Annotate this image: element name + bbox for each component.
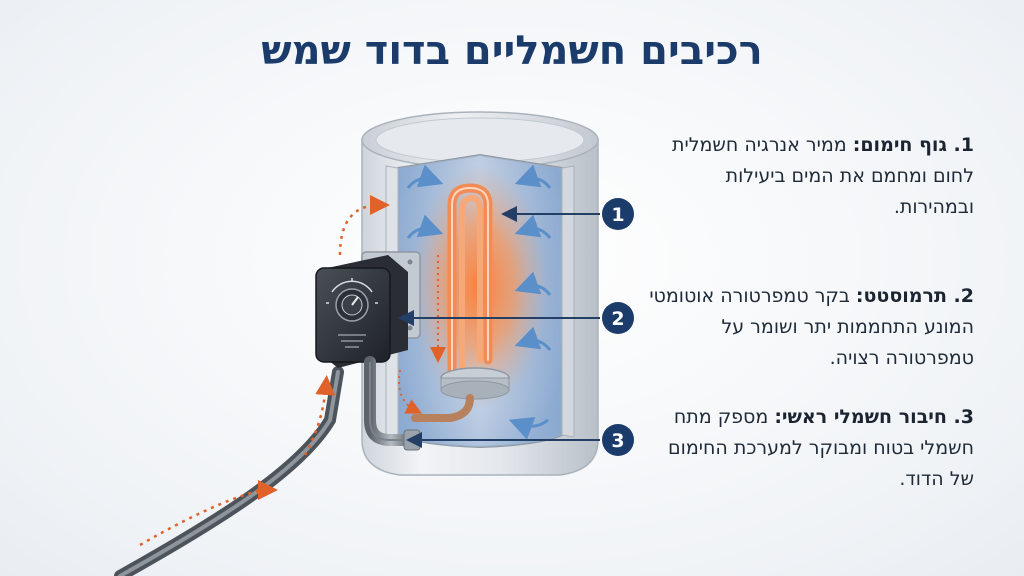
- description-1-text: ממיר אנרגיה חשמלית לחום ומחמם את המים בי…: [671, 134, 974, 218]
- description-main-connection: 3. חיבור חשמלי ראשי: מספק מתח חשמלי בטוח…: [644, 402, 974, 495]
- power-flow-arrow: [139, 480, 278, 547]
- page-title: רכיבים חשמליים בדוד שמש: [261, 28, 763, 74]
- badge-1: 1: [602, 198, 634, 230]
- description-2-text: בקר טמפרטורה אוטומטי המונע התחממות יתר ו…: [649, 285, 974, 369]
- description-thermostat: 2. תרמוסטט: בקר טמפרטורה אוטומטי המונע ה…: [644, 281, 974, 374]
- thermostat-box: [315, 255, 408, 368]
- description-2-heading: 2. תרמוסטט:: [855, 285, 974, 307]
- badge-2-number: 2: [611, 308, 624, 330]
- heating-element: [411, 183, 510, 422]
- badge-1-number: 1: [611, 204, 624, 226]
- description-3-text: מספק מתח חשמלי בטוח ומבוקר למערכת החימום…: [668, 406, 974, 490]
- water-flow-arrows: [406, 164, 552, 440]
- description-3-heading: 3. חיבור חשמלי ראשי:: [774, 406, 974, 428]
- description-heating-element: 1. גוף חימום: ממיר אנרגיה חשמלית לחום ומ…: [644, 130, 974, 223]
- description-1-heading: 1. גוף חימום:: [852, 134, 974, 156]
- power-cable: [114, 366, 344, 576]
- badge-3-number: 3: [611, 430, 624, 452]
- badge-2: 2: [602, 302, 634, 334]
- badge-3: 3: [602, 424, 634, 456]
